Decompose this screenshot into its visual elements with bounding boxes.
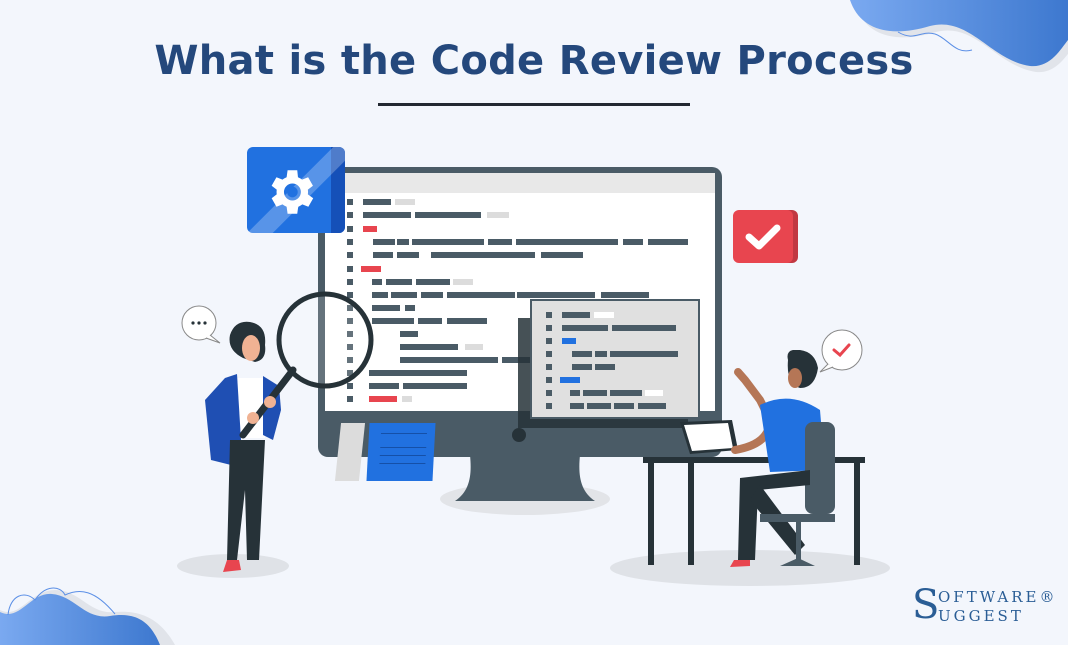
brand-initial: S <box>912 582 940 628</box>
title-underline <box>378 103 690 106</box>
speech-bubble-ellipsis-icon <box>181 305 221 344</box>
brand-line2: UGGEST <box>938 607 1024 625</box>
monitor-stand <box>440 455 610 515</box>
settings-tile <box>247 147 345 233</box>
brand-logo: S OFTWARE® UGGEST <box>912 582 1054 635</box>
bottom-left-wave <box>0 587 175 645</box>
gear-icon <box>271 170 314 214</box>
top-right-wave <box>850 0 1068 73</box>
developer-at-desk <box>610 350 890 586</box>
sticky-note-blue <box>366 423 436 481</box>
review-window <box>530 299 700 419</box>
speech-bubble-check-icon <box>819 329 863 373</box>
reviewer-woman <box>177 291 374 578</box>
review-window-pin <box>512 428 526 442</box>
approved-tile <box>733 210 793 263</box>
page-title: What is the Code Review Process <box>154 38 914 84</box>
brand-line1: OFTWARE® <box>938 588 1058 606</box>
checkmark-icon <box>745 224 781 250</box>
